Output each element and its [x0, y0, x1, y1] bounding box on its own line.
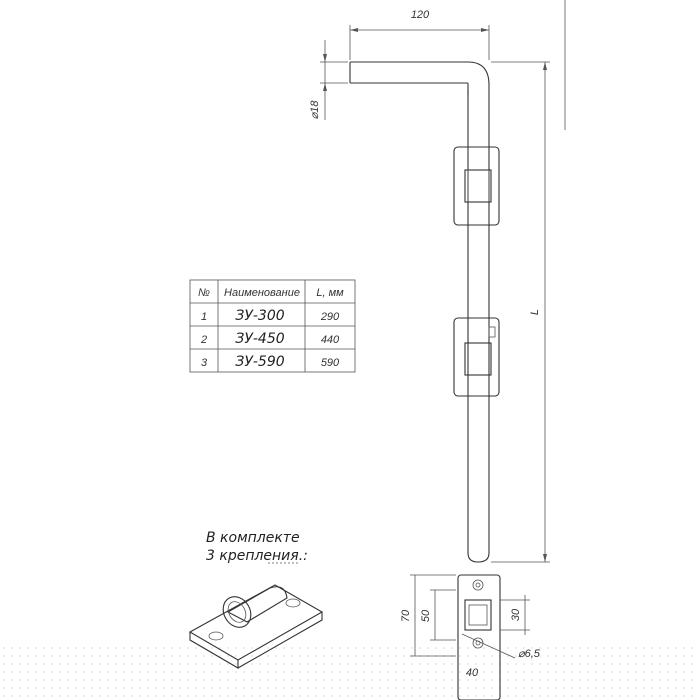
table-row-1-num: 1: [201, 311, 207, 323]
dim-slot-height-label: 30: [510, 608, 522, 621]
dim-mount: 70 50 30 ⌀6,5 40: [400, 574, 541, 679]
dim-mount-inner-label: 50: [420, 609, 432, 622]
table-row-2-name: ЗУ-450: [235, 331, 284, 347]
dim-hook-length-label: 120: [411, 9, 430, 21]
table-row-2-length: 440: [321, 334, 340, 346]
mount-front-view: [457, 574, 501, 700]
sizes-table: № Наименование L, мм 1 ЗУ-300 290 2 ЗУ-4…: [189, 279, 356, 373]
kit-note-line2: 3 крепления.:: [206, 548, 308, 564]
table-row-3-num: 3: [201, 357, 208, 369]
table-row-2-num: 2: [200, 334, 207, 346]
dim-hook-length: 120: [349, 9, 490, 60]
rod-drawing: [349, 61, 500, 563]
dim-rod-length: L: [491, 61, 550, 563]
table-row-3-length: 590: [321, 357, 340, 369]
mount-isometric: [188, 584, 324, 669]
table-header-length: L, мм: [316, 287, 344, 299]
table-row-3-name: ЗУ-590: [235, 354, 284, 370]
dim-rod-length-label: L: [529, 309, 541, 315]
table-header-num: №: [198, 287, 210, 299]
table-header-name: Наименование: [224, 287, 300, 299]
dim-mount-height-label: 70: [400, 609, 412, 622]
table-row-1-name: ЗУ-300: [235, 308, 284, 324]
dot-pattern: [3, 647, 693, 697]
kit-note-line1: В комплекте: [206, 530, 300, 546]
dim-rod-diameter: ⌀18: [309, 40, 348, 120]
dim-hole-diameter-label: ⌀6,5: [518, 648, 541, 660]
dim-mount-width-label: 40: [466, 667, 479, 679]
table-row-1-length: 290: [320, 311, 340, 323]
dim-rod-diameter-label: ⌀18: [309, 100, 321, 120]
